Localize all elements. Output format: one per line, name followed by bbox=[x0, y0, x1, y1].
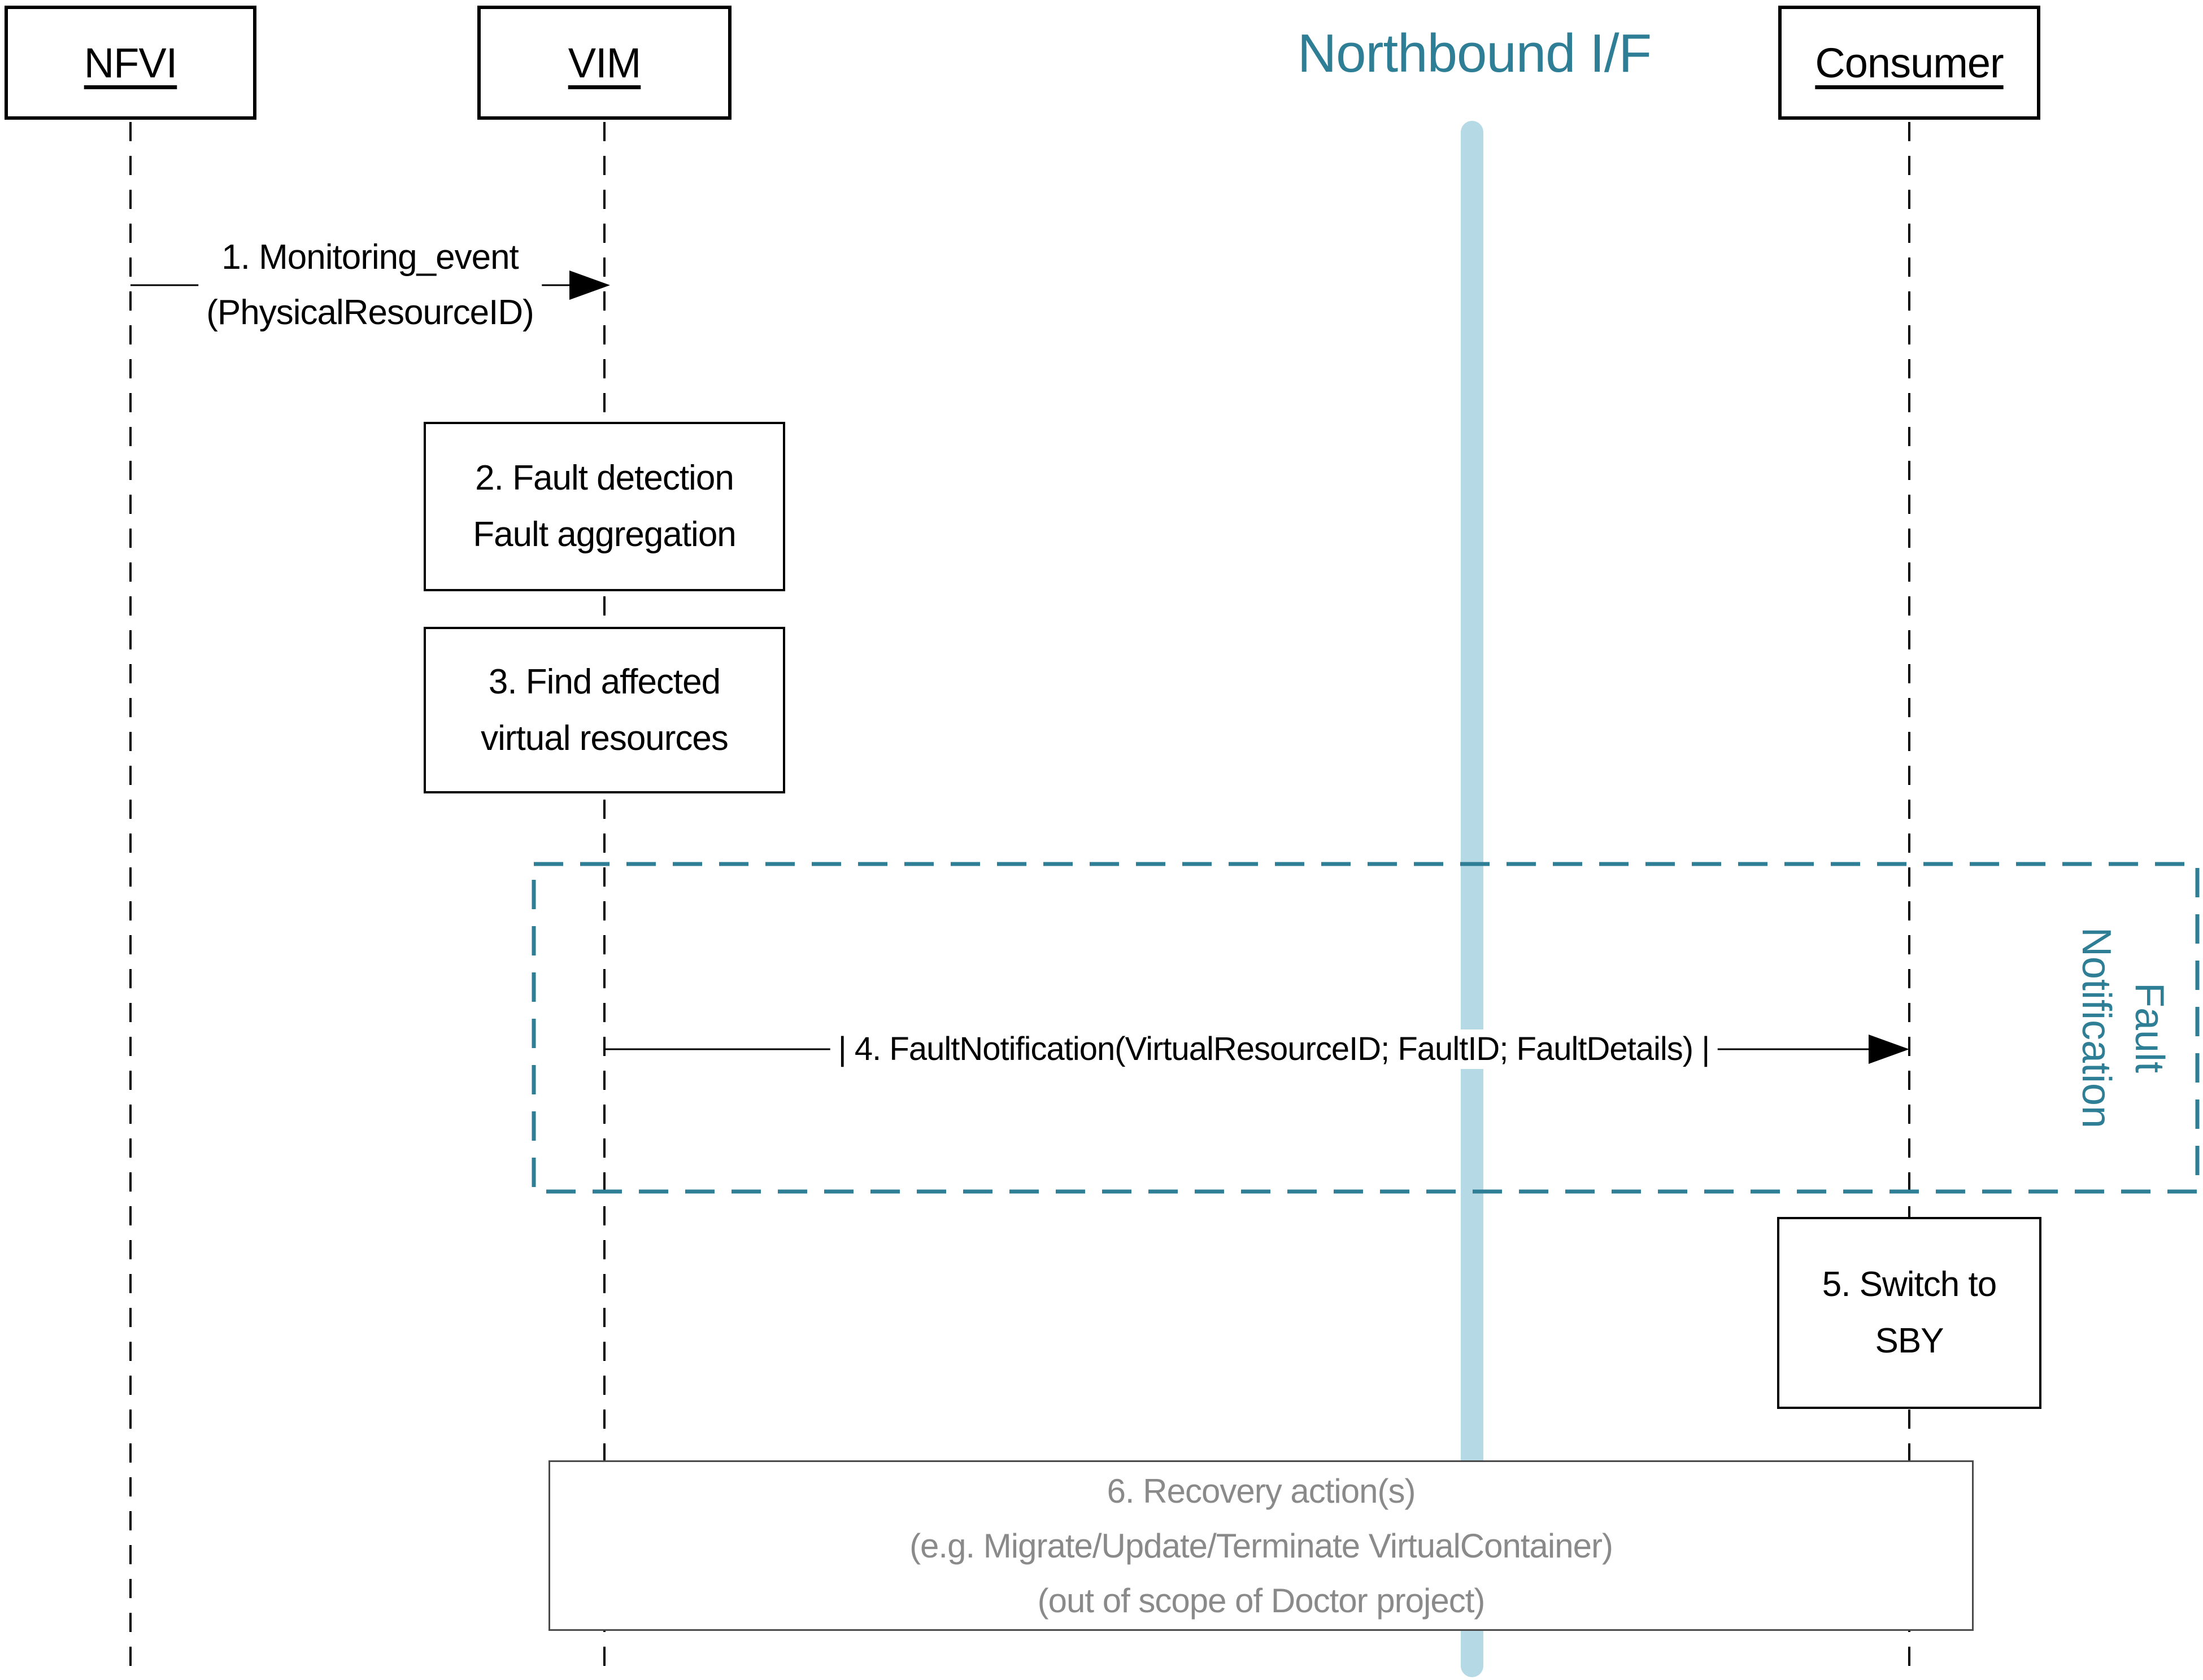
activity2-line1: 2. Fault detection bbox=[475, 459, 734, 498]
actor-label-consumer: Consumer bbox=[1815, 39, 2004, 86]
actor-box-consumer: Consumer bbox=[1778, 6, 2040, 120]
activity5-line1: 5. Switch to bbox=[1822, 1265, 1997, 1304]
activity2-line2: Fault aggregation bbox=[473, 515, 737, 554]
fault-notification-fragment-label: Fault Notification bbox=[2070, 927, 2176, 1128]
actor-box-vim: VIM bbox=[477, 6, 732, 120]
message1-label: 1. Monitoring_event (PhysicalResourceID) bbox=[198, 230, 542, 341]
actor-box-nfvi: NFVI bbox=[5, 6, 256, 120]
activity3-line2: virtual resources bbox=[481, 718, 729, 758]
actor-label-vim: VIM bbox=[568, 39, 642, 86]
message4-label: | 4. FaultNotification(VirtualResourceID… bbox=[830, 1029, 1718, 1069]
activity5-line2: SBY bbox=[1875, 1321, 1944, 1360]
message1-label-line1: 1. Monitoring_event bbox=[221, 238, 519, 277]
fragment-label-line2: Notification bbox=[2074, 927, 2119, 1129]
fault-notification-fragment-frame bbox=[532, 862, 2200, 1194]
fragment-label-line1: Fault bbox=[2127, 982, 2172, 1074]
activity3-line1: 3. Find affected bbox=[488, 662, 721, 701]
activity-box-switch-to-sby: 5. Switch to SBY bbox=[1777, 1217, 2041, 1409]
recovery-line3: (out of scope of Doctor project) bbox=[1037, 1581, 1486, 1620]
message1-label-line2: (PhysicalResourceID) bbox=[206, 293, 534, 332]
actor-label-nfvi: NFVI bbox=[84, 39, 178, 86]
activity-box-fault-detection: 2. Fault detection Fault aggregation bbox=[424, 422, 785, 591]
recovery-line2: (e.g. Migrate/Update/Terminate VirtualCo… bbox=[909, 1526, 1613, 1565]
northbound-interface-title: Northbound I/F bbox=[1297, 23, 1652, 84]
message4-arrowhead bbox=[1869, 1035, 1909, 1064]
recovery-action-box: 6. Recovery action(s) (e.g. Migrate/Upda… bbox=[548, 1460, 1974, 1631]
message1-arrowhead bbox=[569, 270, 610, 300]
northbound-interface-bar bbox=[1461, 121, 1483, 1677]
activity-box-find-affected: 3. Find affected virtual resources bbox=[424, 627, 785, 793]
recovery-line1: 6. Recovery action(s) bbox=[1107, 1472, 1416, 1510]
